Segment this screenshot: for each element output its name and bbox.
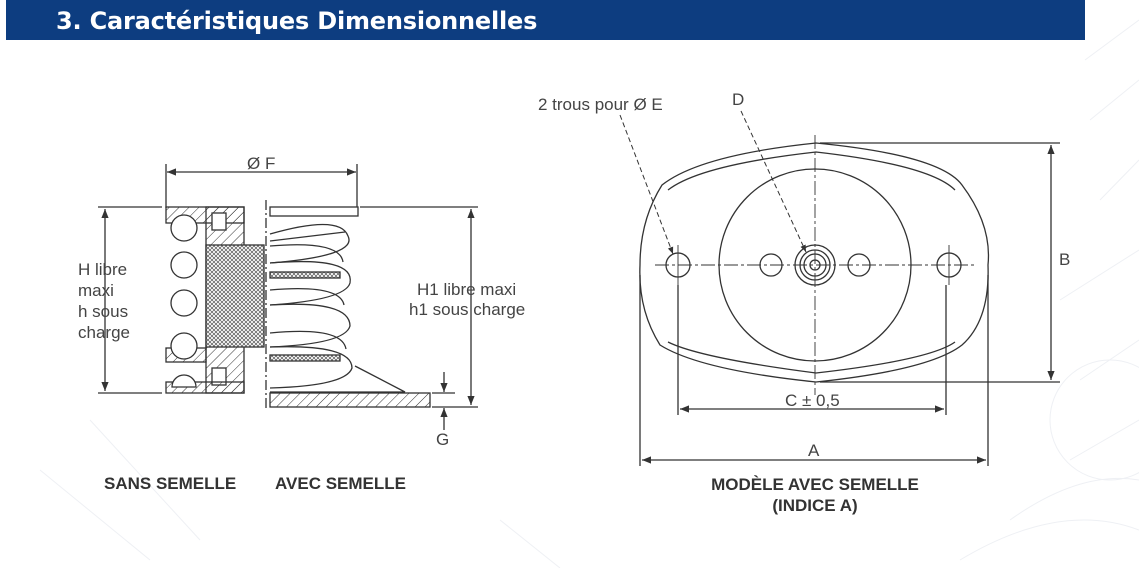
caption-avec-semelle: AVEC SEMELLE [275,474,406,493]
d-label: D [732,90,745,109]
holes-label: 2 trous pour Ø E [538,95,663,114]
section-title: 3. Caractéristiques Dimensionnelles [56,7,538,35]
background-watermark-lines [39,19,1139,568]
h-libre-label-line1: H libre [78,260,128,279]
a-label: A [808,441,820,460]
diameter-f-label: Ø F [247,154,276,173]
right-view-drawing [619,110,1060,466]
h-libre-label-line2: maxi [78,281,114,300]
caption-modele-line2: (INDICE A) [772,496,858,515]
c-label: C ± 0,5 [785,391,840,410]
section-header-bar: 3. Caractéristiques Dimensionnelles [6,0,1085,40]
h1-libre-label-line1: H1 libre maxi [417,280,517,299]
left-view-drawing [98,164,478,430]
caption-modele-avec-semelle: MODÈLE AVEC SEMELLE (INDICE A) [700,474,930,516]
g-label: G [436,430,450,449]
b-label: B [1059,250,1071,269]
h-libre-label-line3: h sous [78,302,129,321]
caption-modele-line1: MODÈLE AVEC SEMELLE [711,475,919,494]
caption-sans-semelle: SANS SEMELLE [104,474,237,493]
h1-libre-label-line2: h1 sous charge [409,300,526,319]
h-libre-label-line4: charge [78,323,130,342]
